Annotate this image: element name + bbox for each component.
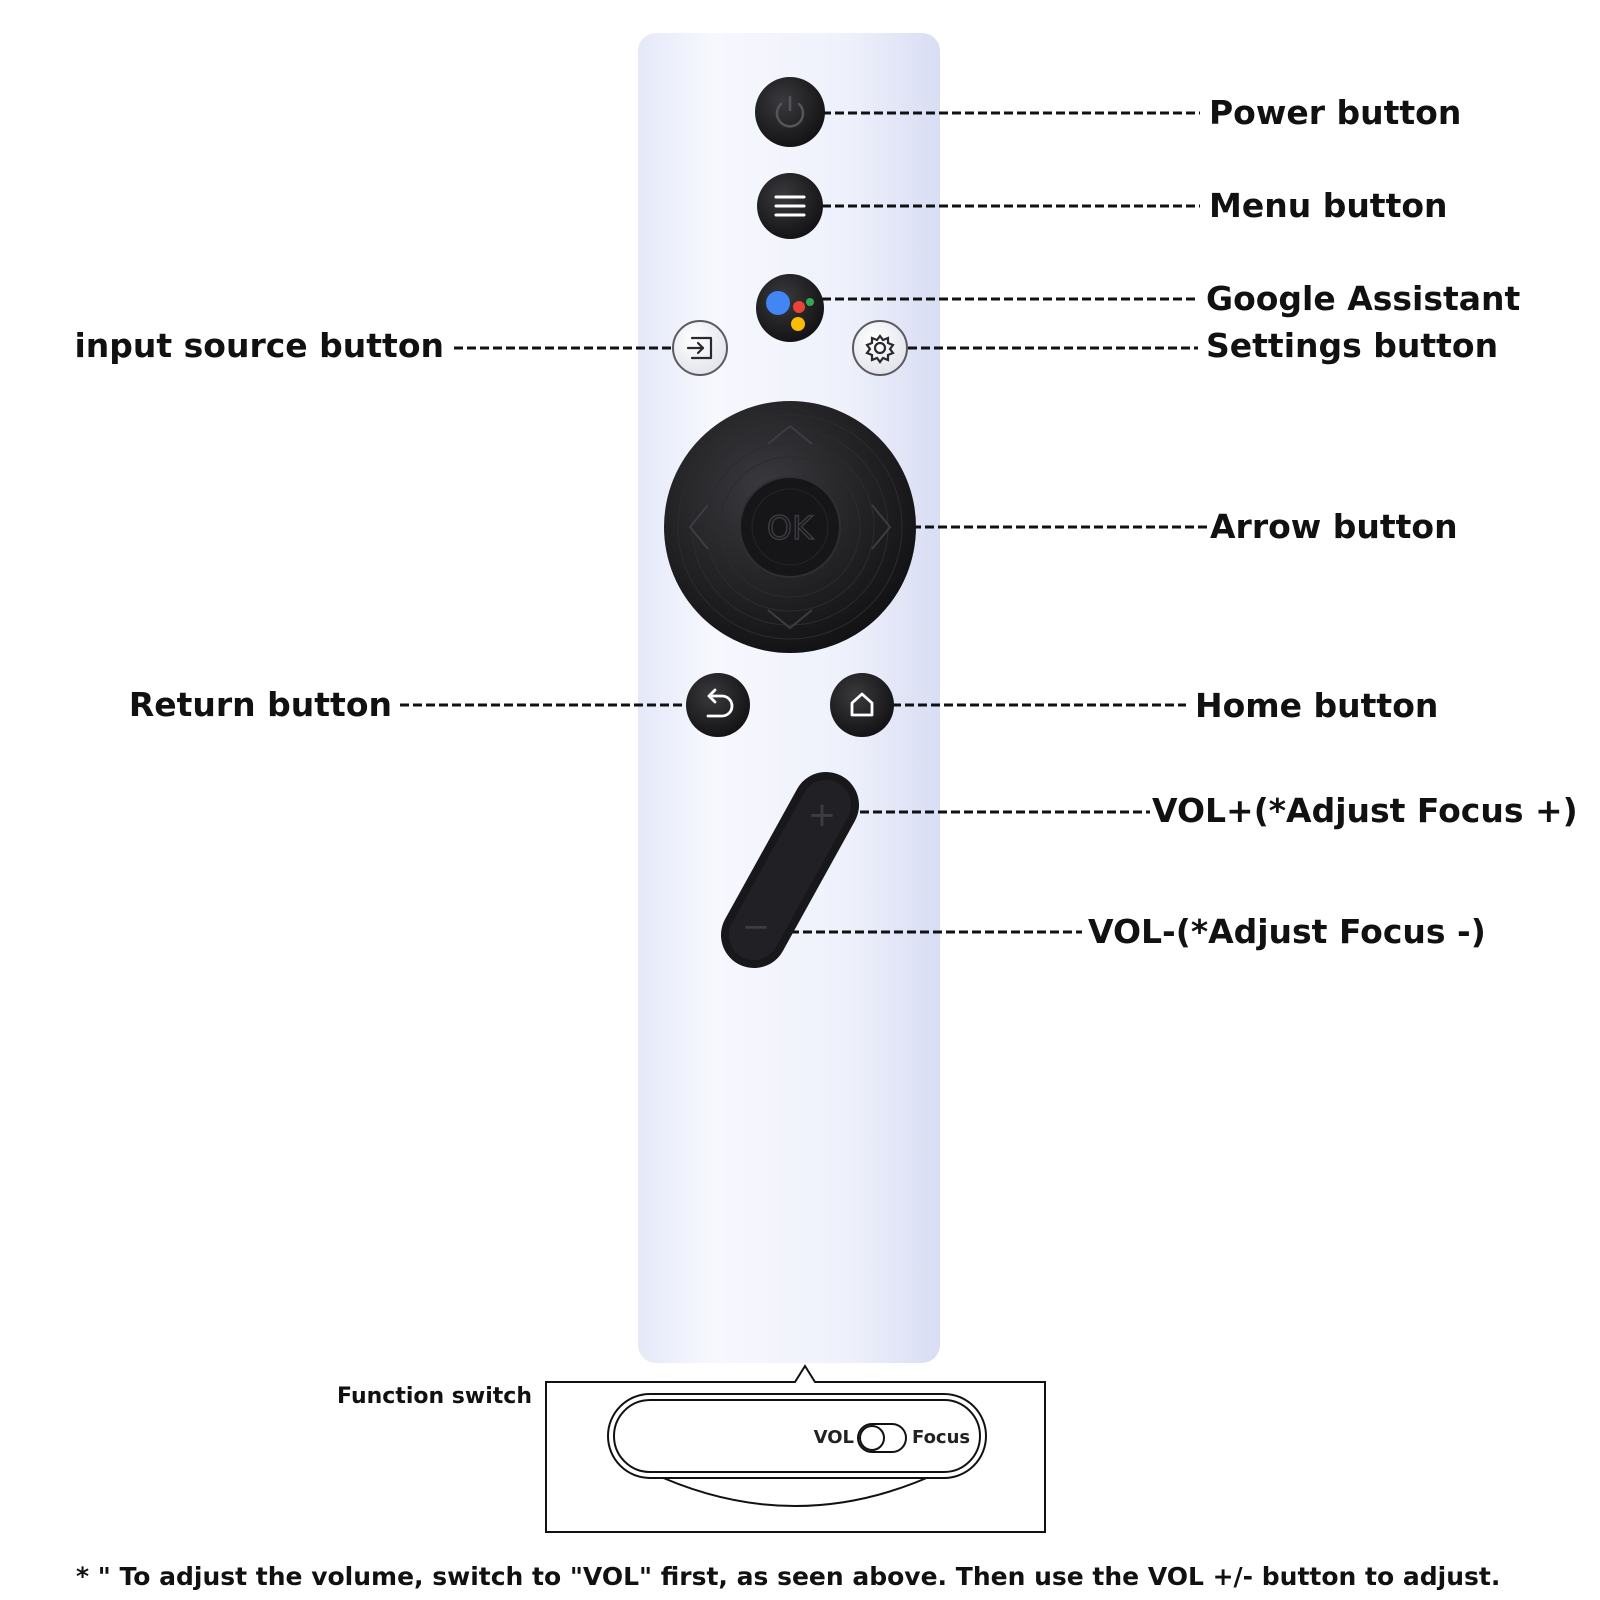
label-settings: Settings button: [1206, 326, 1499, 365]
input-source-icon: [686, 336, 713, 360]
vol-plus-symbol: +: [808, 795, 837, 835]
volume-rocker[interactable]: + −: [721, 772, 859, 968]
input-source-button[interactable]: [672, 320, 728, 376]
arrow-right-icon[interactable]: [871, 504, 892, 550]
label-function-switch: Function switch: [337, 1384, 532, 1409]
power-button[interactable]: [755, 77, 825, 147]
return-button[interactable]: [686, 673, 750, 737]
label-power: Power button: [1209, 93, 1462, 132]
switch-focus-label: Focus: [912, 1427, 971, 1448]
arrow-pad[interactable]: OK: [664, 401, 916, 653]
home-icon: [850, 692, 874, 717]
vol-focus-toggle[interactable]: [857, 1423, 907, 1453]
function-switch-callout: [545, 1364, 1046, 1533]
settings-button[interactable]: [852, 320, 908, 376]
power-icon: [775, 95, 805, 128]
label-input-source: input source button: [74, 326, 444, 365]
label-vol-minus: VOL-(*Adjust Focus -): [1088, 912, 1486, 951]
google-assistant-button[interactable]: [756, 274, 824, 342]
label-vol-plus: VOL+(*Adjust Focus +): [1152, 791, 1578, 830]
label-google-assistant: Google Assistant: [1206, 279, 1521, 318]
menu-icon: [774, 195, 806, 217]
arrow-left-icon[interactable]: [688, 504, 709, 550]
label-menu: Menu button: [1209, 186, 1448, 225]
menu-button[interactable]: [757, 173, 823, 239]
home-button[interactable]: [830, 673, 894, 737]
return-icon: [706, 688, 734, 718]
leader-lines: [400, 111, 1208, 934]
label-arrow: Arrow button: [1210, 507, 1458, 546]
label-home: Home button: [1195, 686, 1439, 725]
arrow-up-icon[interactable]: [767, 424, 813, 445]
ok-label: OK: [767, 509, 814, 547]
gear-icon: [865, 334, 895, 364]
ok-button[interactable]: OK: [739, 476, 841, 578]
switch-housing: [607, 1393, 987, 1479]
arrow-down-icon[interactable]: [767, 609, 813, 630]
arrow-pad-texture: [677, 414, 903, 640]
switch-vol-label: VOL: [813, 1427, 854, 1448]
google-assistant-icon: [766, 291, 814, 331]
footnote: * " To adjust the volume, switch to "VOL…: [76, 1562, 1501, 1591]
vol-minus-symbol: −: [742, 907, 771, 947]
label-return: Return button: [128, 685, 392, 724]
